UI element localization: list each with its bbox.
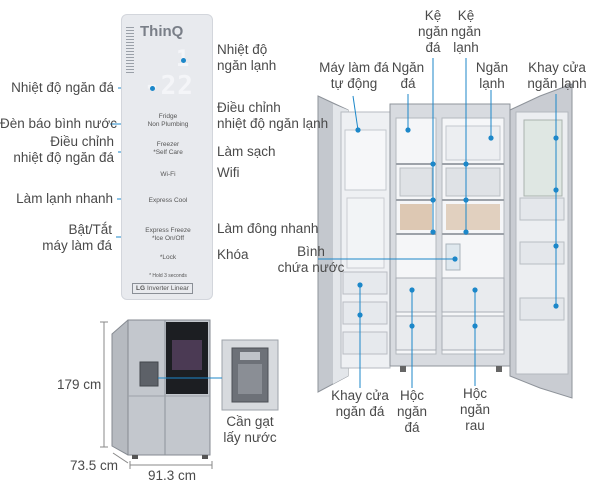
hold-note: * Hold 3 seconds xyxy=(149,273,187,279)
callout-dispenser-lever: Cần gạt lấy nước xyxy=(223,414,277,445)
callout-freezer-shelf: Kệ ngăn đá xyxy=(417,8,449,55)
interior-callout-lines xyxy=(318,58,557,388)
callout-wifi: Wifi xyxy=(217,165,240,180)
control-panel: ThinQ 1 -22 Fridge Non Plumbing Freezer … xyxy=(121,14,213,300)
panel-dot-freezer xyxy=(150,86,155,91)
ice-on-off-button-label[interactable]: *Ice On/Off xyxy=(151,235,185,242)
callout-freezer-temp: Nhiệt độ ngăn đá xyxy=(11,80,114,95)
fridge-button-label[interactable]: Fridge xyxy=(158,113,178,120)
callout-adjust-freezer-temp: Điều chỉnh nhiệt độ ngăn đá xyxy=(13,134,114,165)
panel-dot-fridge xyxy=(181,58,186,63)
self-care-button-label[interactable]: *Self Care xyxy=(153,149,183,156)
barcode-icon xyxy=(126,27,134,75)
callout-water-tank: Bình chứa nước xyxy=(277,244,345,275)
callout-crisper-drawer: Hộc ngăn rau xyxy=(459,386,491,433)
dimension-width: 91.3 cm xyxy=(148,468,197,483)
thinq-logo: ThinQ xyxy=(140,23,184,40)
dispenser-closeup xyxy=(221,339,279,411)
dimension-height: 179 cm xyxy=(57,377,102,392)
freezer-button-label[interactable]: Freezer xyxy=(156,141,180,148)
fridge-interior-illustration xyxy=(317,83,573,399)
dimension-lines xyxy=(100,321,213,469)
wifi-button-label[interactable]: Wi-Fi xyxy=(160,171,176,178)
inverter-label: Inverter Linear xyxy=(147,285,189,292)
callout-lock: Khóa xyxy=(217,247,249,262)
callout-adjust-fridge-temp: Điều chỉnh nhiệt độ ngăn lạnh xyxy=(217,100,329,131)
express-freeze-button-label[interactable]: Express Freeze xyxy=(145,227,191,234)
callout-fridge-shelf: Kệ ngăn lạnh xyxy=(450,8,482,55)
callout-express-freeze: Làm đông nhanh xyxy=(217,221,319,236)
callout-fridge-compartment: Ngăn lạnh xyxy=(475,60,509,91)
non-plumbing-label: Non Plumbing xyxy=(147,121,189,128)
callout-dots xyxy=(355,127,559,329)
callout-freezer-door-tray: Khay cửa ngăn đá xyxy=(331,388,389,419)
callout-freezer-compartment: Ngăn đá xyxy=(391,60,425,91)
callout-fridge-door-tray: Khay cửa ngăn lạnh xyxy=(527,60,587,91)
lg-icon: LG xyxy=(136,285,146,292)
callout-ice-maker: Máy làm đá tự động xyxy=(319,60,389,91)
callout-fridge-temp: Nhiệt độ ngăn lạnh xyxy=(217,42,277,73)
dimension-depth: 73.5 cm xyxy=(70,458,119,473)
express-cool-button-label[interactable]: Express Cool xyxy=(148,197,188,204)
callout-freezer-drawer: Hộc ngăn đá xyxy=(396,388,428,435)
callout-clean: Làm sạch xyxy=(217,144,276,159)
callout-water-filter-light: Đèn báo bình nước xyxy=(0,116,117,131)
callout-ice-maker-toggle: Bật/Tắt máy làm đá xyxy=(42,222,112,253)
lock-button-label[interactable]: *Lock xyxy=(159,254,177,261)
callout-express-cool: Làm lạnh nhanh xyxy=(16,191,113,206)
fridge-exterior-illustration xyxy=(111,319,211,459)
